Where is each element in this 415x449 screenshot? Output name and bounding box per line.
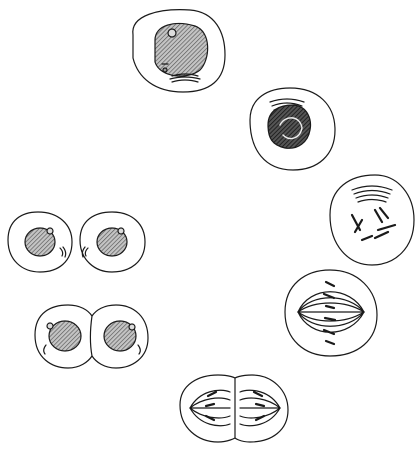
cell-anaphase xyxy=(180,375,288,442)
cell-membrane xyxy=(330,175,414,265)
daughter-cells-separated xyxy=(8,212,145,272)
nucleus-left xyxy=(49,321,81,351)
daughter-cells-telophase xyxy=(35,305,148,368)
cell-prometaphase xyxy=(330,175,414,265)
cell-metaphase xyxy=(285,270,377,356)
cell-interphase xyxy=(133,10,225,92)
nucleolus xyxy=(168,29,176,37)
nucleus xyxy=(155,24,208,77)
cell-prophase xyxy=(250,88,335,170)
condensed-nucleus xyxy=(268,105,310,148)
